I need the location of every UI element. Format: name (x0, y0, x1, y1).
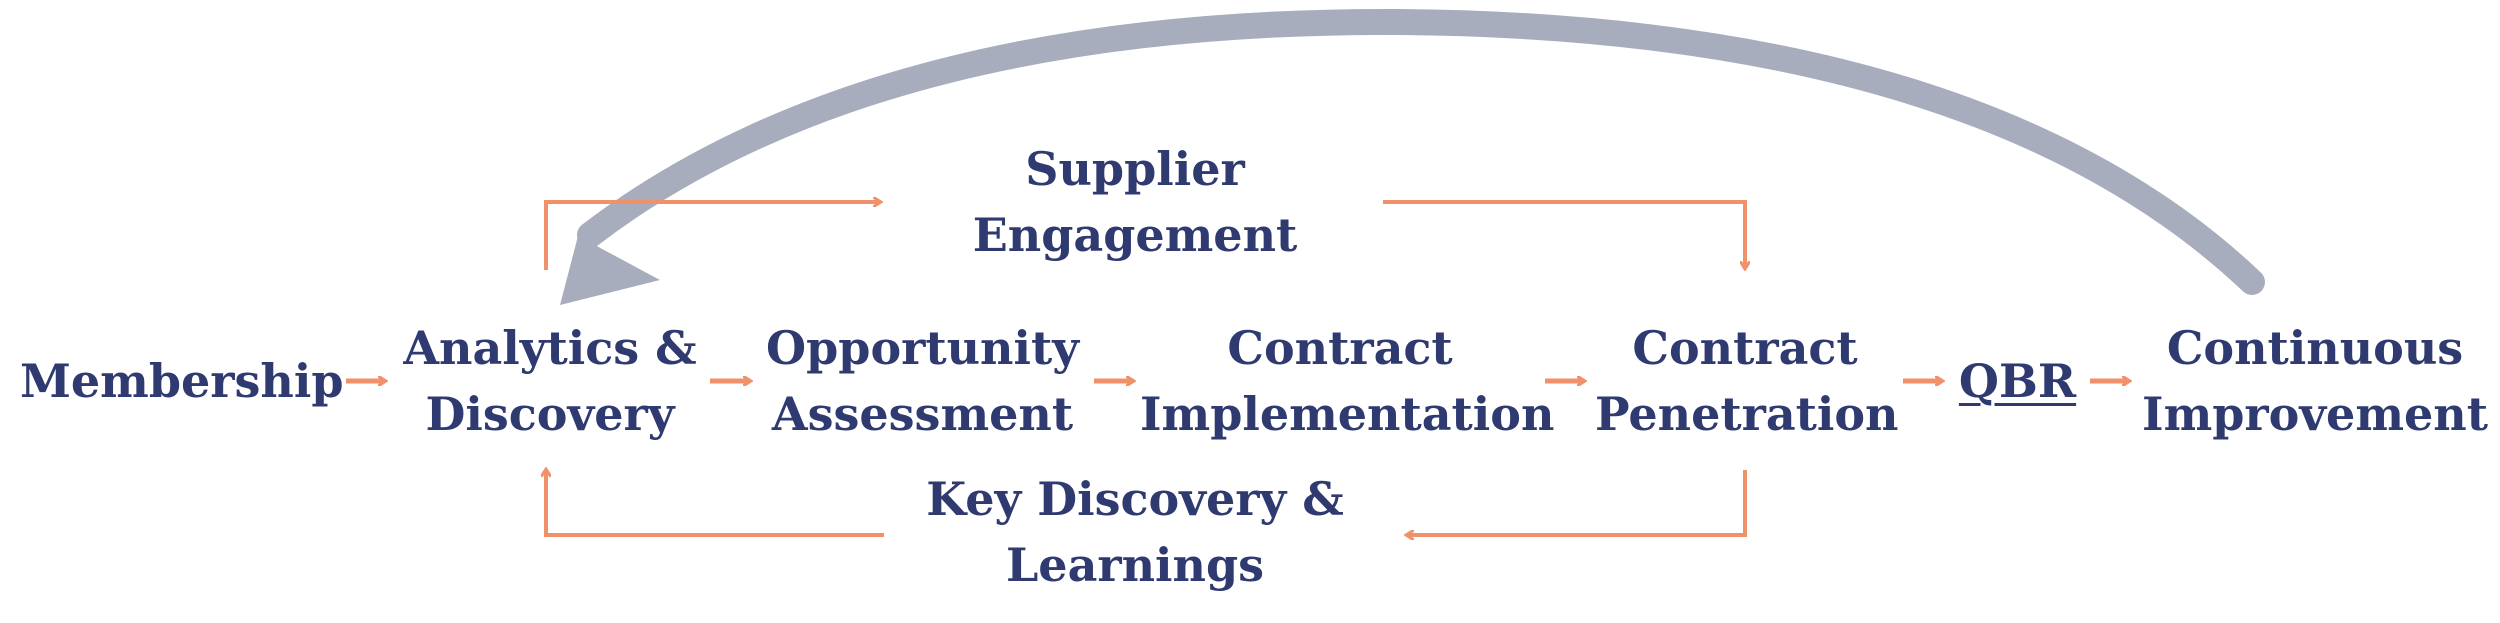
arrow-supplier-to-penetration (1383, 200, 1745, 268)
node-supplier-engagement: Supplier Engagement (940, 136, 1330, 268)
node-analytics-line1: Analytics & (403, 321, 697, 375)
node-key-discovery-line2: Learnings (1005, 538, 1265, 592)
node-key-discovery-learnings: Key Discovery & Learnings (890, 466, 1380, 598)
node-qbr-label: QBR (1958, 354, 2077, 408)
node-penetration-line1: Contract (1632, 321, 1858, 375)
arrow-penetration-to-key-discovery (1407, 470, 1747, 535)
node-contract-penetration: Contract Penetration (1595, 315, 1899, 447)
node-contract-implementation: Contract Implementation (1140, 315, 1555, 447)
node-continuous-improvement: Continuous Improvement (2140, 315, 2490, 447)
arrow-analytics-to-supplier (544, 202, 880, 270)
node-penetration-line2: Penetration (1595, 387, 1899, 441)
node-improvement-line1: Continuous (2166, 321, 2464, 375)
node-implementation-line1: Contract (1227, 321, 1453, 375)
node-analytics-discovery: Analytics & Discovery (395, 315, 705, 447)
feedback-arrow-improvement-to-analytics (560, 8, 2265, 305)
node-opportunity-line1: Opportunity (766, 321, 1079, 375)
node-supplier-line1: Supplier (1025, 142, 1245, 196)
node-opportunity-assessment: Opportunity Assessment (760, 315, 1085, 447)
node-improvement-line2: Improvement (2142, 387, 2488, 441)
node-opportunity-line2: Assessment (771, 387, 1074, 441)
node-membership-label: Membership (20, 354, 344, 408)
node-supplier-line2: Engagement (972, 208, 1298, 262)
node-key-discovery-line1: Key Discovery & (926, 472, 1344, 526)
node-implementation-line2: Implementation (1140, 387, 1555, 441)
node-membership: Membership (20, 348, 344, 414)
node-analytics-line2: Discovery (425, 387, 675, 441)
arrow-key-discovery-to-analytics (546, 470, 884, 537)
node-qbr: QBR (1950, 348, 2085, 414)
